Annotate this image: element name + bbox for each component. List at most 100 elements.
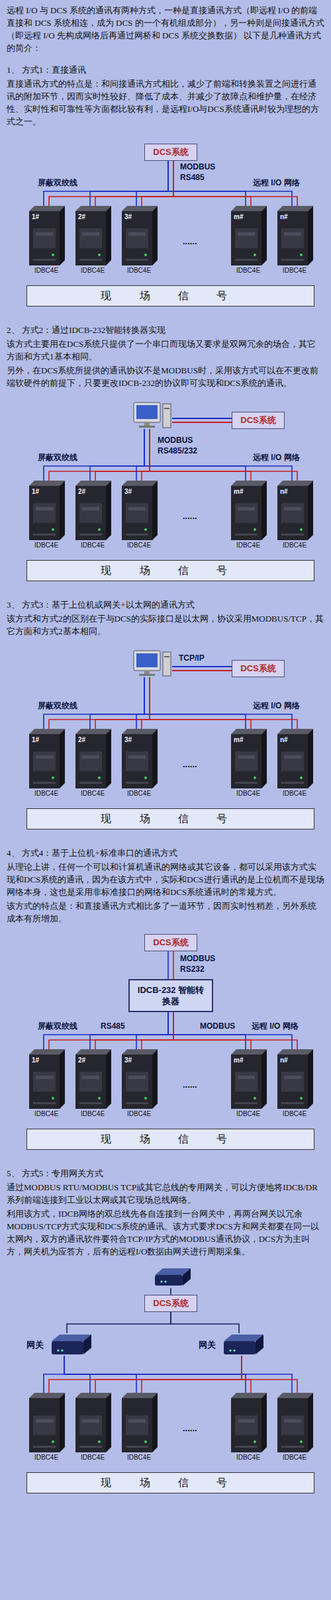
wire bbox=[90, 1012, 169, 1050]
module-number: 1# bbox=[31, 736, 40, 744]
wire bbox=[64, 1355, 292, 1393]
field-signal-band: 现 场 信 号 bbox=[26, 285, 315, 307]
module-model: IDBC4E bbox=[224, 541, 273, 549]
protocol-label: MODBUS bbox=[178, 953, 217, 964]
protocol-label: TCP/IP bbox=[177, 653, 206, 664]
bus-connector bbox=[43, 1355, 65, 1393]
section-text: 另外，在DCS系统所提供的通讯协议不是MODBUS时，采用该方式可以在不更改前端… bbox=[6, 364, 325, 390]
module-number: n# bbox=[280, 213, 288, 221]
bus-connector bbox=[170, 1312, 239, 1334]
io-module: m#IDBC4E bbox=[228, 205, 269, 278]
wire bbox=[43, 1355, 65, 1393]
section-text: 该方式的特点是：和直接通讯方式相比多了一道环节，因而实时性稍差，另外系统成本有所… bbox=[6, 899, 325, 925]
module-model: IDBC4E bbox=[270, 541, 319, 549]
module-model: IDBC4E bbox=[224, 1110, 273, 1118]
module-model: IDBC4E bbox=[270, 1453, 319, 1462]
io-module: 1#IDBC4E bbox=[26, 205, 67, 278]
module-number: n# bbox=[280, 736, 288, 744]
cable-label: 屏蔽双绞线 bbox=[36, 178, 79, 189]
module-number: 3# bbox=[124, 736, 132, 744]
system-box: DCS系统 bbox=[144, 143, 197, 161]
wire bbox=[66, 1312, 171, 1334]
network-label: 远程 I/O 网络 bbox=[250, 1021, 300, 1032]
bus-connector bbox=[168, 951, 174, 980]
system-name: DCS系统 bbox=[240, 663, 276, 674]
io-module: 2#IDBC4E bbox=[72, 728, 113, 801]
module-model: IDBC4E bbox=[224, 1453, 273, 1462]
io-module: 2#IDBC4E bbox=[72, 480, 113, 553]
gateway-icon bbox=[221, 1333, 265, 1358]
module-cabinet bbox=[274, 1392, 315, 1453]
bus-connector bbox=[168, 160, 251, 206]
section-text: 直接通讯方式的特点是：和间接通讯方式相比，减少了前端和转换装置之间进行通讯的附加… bbox=[6, 77, 325, 128]
wire bbox=[141, 1355, 242, 1393]
ellipsis: ...... bbox=[182, 1079, 198, 1090]
interface-label: RS485 bbox=[99, 1021, 127, 1032]
system-name: DCS系统 bbox=[152, 146, 189, 157]
io-module: m#IDBC4E bbox=[228, 728, 269, 801]
system-box: DCS系统 bbox=[144, 934, 197, 952]
io-module: n#IDBC4E bbox=[274, 728, 315, 801]
module-model: IDBC4E bbox=[115, 266, 163, 275]
section-heading: 1、 方式1：直接通讯 bbox=[6, 63, 325, 77]
network-label: 远程 I/O 网络 bbox=[251, 178, 302, 189]
protocol-label: MODBUS bbox=[156, 435, 194, 446]
section-heading: 4、 方式4：基于上位机+标准串口的通讯方式 bbox=[6, 846, 325, 860]
section-heading: 3、 方式3：基于上位机或网关+以太网的通讯方式 bbox=[6, 598, 325, 612]
bus-connector bbox=[241, 1355, 251, 1393]
gateway-node: 网关 bbox=[26, 1333, 93, 1358]
module-model: IDBC4E bbox=[68, 1453, 117, 1462]
module-model: IDBC4E bbox=[115, 1110, 163, 1118]
module-model: IDBC4E bbox=[270, 1110, 319, 1118]
computer-icon bbox=[133, 402, 171, 428]
module-number: m# bbox=[233, 487, 243, 496]
computer-icon bbox=[133, 650, 171, 676]
wire bbox=[241, 1355, 251, 1393]
bus-connector bbox=[64, 1355, 292, 1393]
intro-text: 远程 I/O 与 DCS 系统的通讯有两种方式，一种是直接通讯方式（即远程 I/… bbox=[6, 3, 325, 55]
wire bbox=[95, 160, 174, 206]
wire bbox=[95, 1012, 174, 1050]
io-module: 3#IDBC4E bbox=[119, 728, 159, 801]
module-cabinet bbox=[26, 1392, 67, 1453]
field-signal-band: 现 场 信 号 bbox=[26, 808, 315, 830]
gateway-label: 网关 bbox=[26, 1339, 44, 1352]
io-module: 2#IDBC4E bbox=[72, 1049, 113, 1121]
band-text: 现 场 信 号 bbox=[100, 1476, 240, 1489]
wire bbox=[136, 160, 169, 206]
wire bbox=[170, 1312, 239, 1334]
section-text: 通过MODBUS RTU/MODBUS TCP或其它总线的专用网关，可以方便地将… bbox=[6, 1181, 325, 1207]
io-module: 3#IDBC4E bbox=[119, 1049, 159, 1121]
bus-connector bbox=[66, 1312, 171, 1334]
bus-connector bbox=[90, 160, 174, 206]
system-name: DCS系统 bbox=[152, 1298, 189, 1309]
module-model: IDBC4E bbox=[68, 1110, 117, 1118]
io-module: IDBC4E bbox=[119, 1392, 159, 1465]
wire bbox=[168, 160, 246, 206]
field-signal-band: 现 场 信 号 bbox=[26, 560, 315, 582]
module-number: 1# bbox=[31, 487, 40, 496]
module-model: IDBC4E bbox=[115, 1453, 163, 1462]
module-model: IDBC4E bbox=[68, 266, 117, 275]
band-text: 现 场 信 号 bbox=[100, 1133, 240, 1145]
gateway-icon bbox=[152, 1267, 192, 1289]
ethernet-link bbox=[170, 1288, 172, 1295]
io-module: IDBC4E bbox=[72, 1392, 113, 1465]
section-text: 从理论上讲，任何一个可以和计算机通讯的网络或其它设备，都可以采用该方式实现和DC… bbox=[6, 860, 325, 899]
module-number: 1# bbox=[31, 1056, 40, 1064]
system-box: DCS系统 bbox=[231, 660, 284, 678]
module-cabinet bbox=[119, 1392, 159, 1453]
wire bbox=[167, 951, 169, 980]
field-signal-band: 现 场 信 号 bbox=[26, 1128, 315, 1150]
module-number: 3# bbox=[124, 1056, 132, 1064]
module-model: IDBC4E bbox=[224, 266, 273, 275]
io-module: 1#IDBC4E bbox=[26, 1049, 67, 1121]
module-cabinet bbox=[72, 1392, 113, 1453]
module-model: IDBC4E bbox=[22, 1110, 71, 1118]
io-module: IDBC4E bbox=[228, 1392, 269, 1465]
interface-label: RS485/232 bbox=[156, 446, 199, 457]
band-text: 现 场 信 号 bbox=[100, 564, 240, 576]
cable-label: 屏蔽双绞线 bbox=[36, 701, 79, 711]
wire bbox=[173, 1012, 251, 1050]
